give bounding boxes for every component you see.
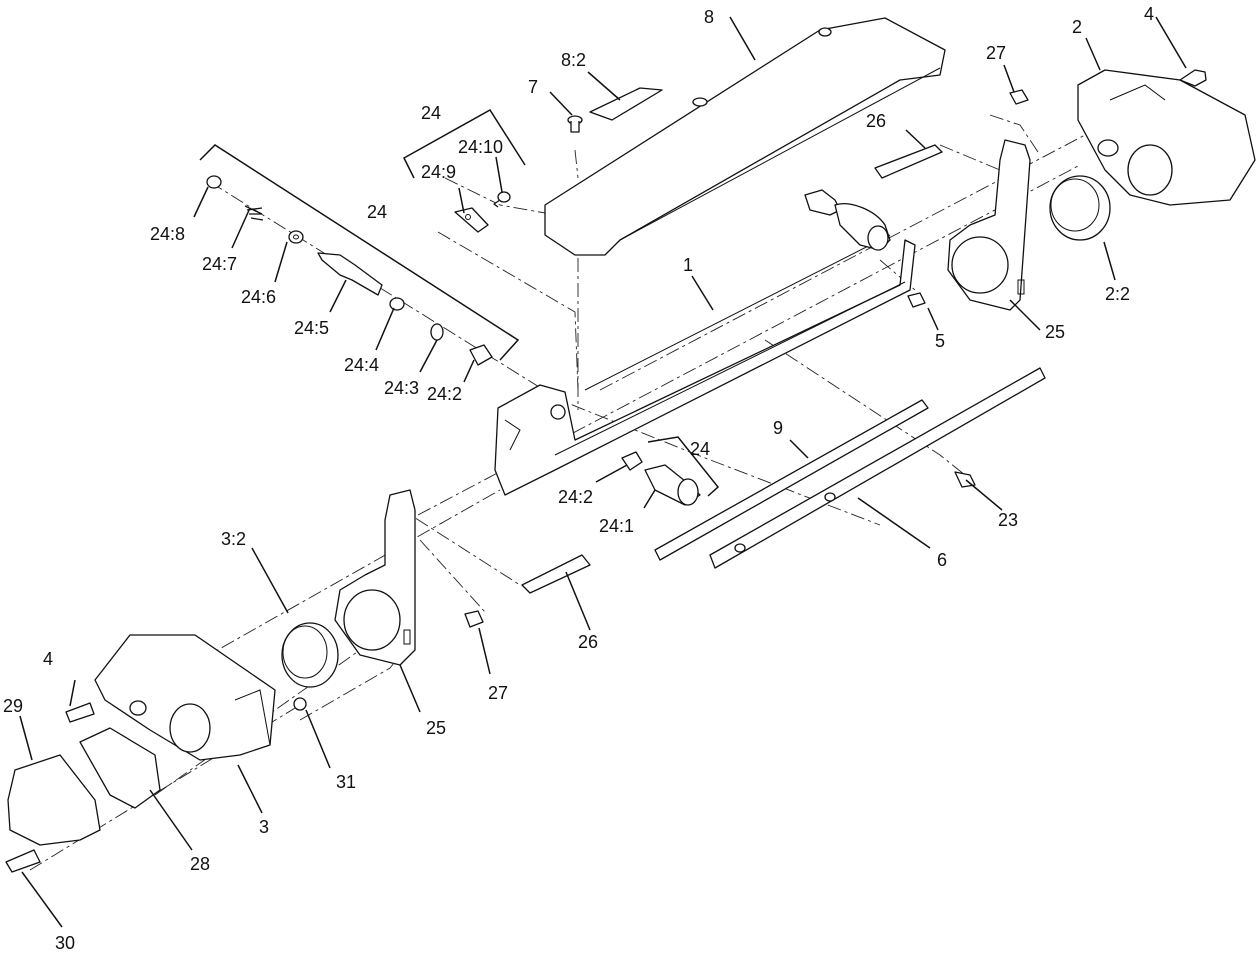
part-24-kit-bracket-left — [199, 144, 520, 361]
part-8-2-decal — [589, 87, 663, 121]
callout-25-left: 25 — [426, 718, 446, 738]
callout-8: 8 — [704, 7, 714, 27]
callout-24-8: 24:8 — [150, 224, 185, 244]
callout-24-2-lower: 24:2 — [558, 487, 593, 507]
part-8-top-cover — [544, 17, 946, 256]
part-25-arm-left — [334, 489, 416, 666]
callout-8-2: 8:2 — [561, 50, 586, 70]
part-24-kit-bracket-upper — [403, 109, 526, 179]
part-1-main-frame — [494, 234, 916, 496]
part-24-10-screw — [493, 191, 511, 208]
callout-26-top: 26 — [866, 111, 886, 131]
callout-24-1: 24:1 — [599, 516, 634, 536]
part-26-pin-upper — [874, 144, 943, 179]
callout-24-kit-left: 24 — [367, 202, 387, 222]
callout-25-right: 25 — [1045, 322, 1065, 342]
callout-9: 9 — [773, 418, 783, 438]
part-4-bolt-right — [1179, 69, 1207, 87]
callout-3: 3 — [259, 817, 269, 837]
callout-1: 1 — [683, 255, 693, 275]
callout-27-bottom: 27 — [488, 683, 508, 703]
part-9-bar — [654, 399, 929, 561]
part-3-2-ring — [281, 622, 339, 688]
callout-24-4: 24:4 — [344, 355, 379, 375]
part-26-pin-lower — [521, 554, 591, 594]
callout-4-top: 4 — [1144, 4, 1154, 24]
callout-6: 6 — [937, 550, 947, 570]
callout-4-left: 4 — [43, 649, 53, 669]
callout-labels: 1 2 2:2 3 3:2 4 4 5 6 7 8 8:2 9 23 24 24… — [3, 4, 1154, 953]
callout-2: 2 — [1072, 17, 1082, 37]
callout-24-kit-upper: 24 — [421, 103, 441, 123]
part-29-cover — [7, 754, 101, 846]
part-7-screw — [567, 115, 583, 133]
callout-24-9: 24:9 — [421, 162, 456, 182]
callout-31: 31 — [336, 772, 356, 792]
callout-27-top: 27 — [986, 43, 1006, 63]
callout-2-2: 2:2 — [1105, 284, 1130, 304]
callout-26-bottom: 26 — [578, 632, 598, 652]
part-6-slide — [709, 367, 1046, 569]
callout-24-10: 24:10 — [458, 137, 503, 157]
part-24-1-knob — [644, 464, 701, 506]
part-3-housing-left — [94, 634, 276, 761]
part-27-nut-upper — [1009, 89, 1029, 105]
part-24-2-bushing-lower — [621, 451, 643, 471]
callout-24-5: 24:5 — [294, 318, 329, 338]
callout-29: 29 — [3, 696, 23, 716]
callout-24-kit-lower: 24 — [690, 439, 710, 459]
leader-lines — [19, 16, 1187, 928]
callout-3-2: 3:2 — [221, 529, 246, 549]
callout-24-6: 24:6 — [241, 287, 276, 307]
part-28-gasket — [79, 727, 161, 809]
part-24-kit-bracket-lower — [647, 436, 720, 497]
callout-24-2-upper: 24:2 — [427, 384, 462, 404]
part-24-adjuster-assembly — [804, 189, 891, 251]
part-4-bolt-left — [65, 702, 95, 723]
part-2-2-ring — [1049, 175, 1111, 241]
part-5-nut — [907, 292, 926, 308]
part-31-washer — [293, 697, 307, 711]
callout-24-3: 24:3 — [384, 378, 419, 398]
part-30-bolt — [5, 849, 41, 873]
callout-5: 5 — [935, 331, 945, 351]
callout-30: 30 — [55, 933, 75, 953]
callout-7: 7 — [528, 77, 538, 97]
part-24-9-clip — [454, 207, 489, 233]
part-25-arm-right — [947, 139, 1031, 311]
part-2-housing-right — [1077, 69, 1256, 206]
part-24-exploded-subparts — [206, 175, 493, 366]
callout-23: 23 — [998, 510, 1018, 530]
callout-24-7: 24:7 — [202, 254, 237, 274]
callout-28: 28 — [190, 854, 210, 874]
part-27-nut-lower — [464, 610, 484, 628]
